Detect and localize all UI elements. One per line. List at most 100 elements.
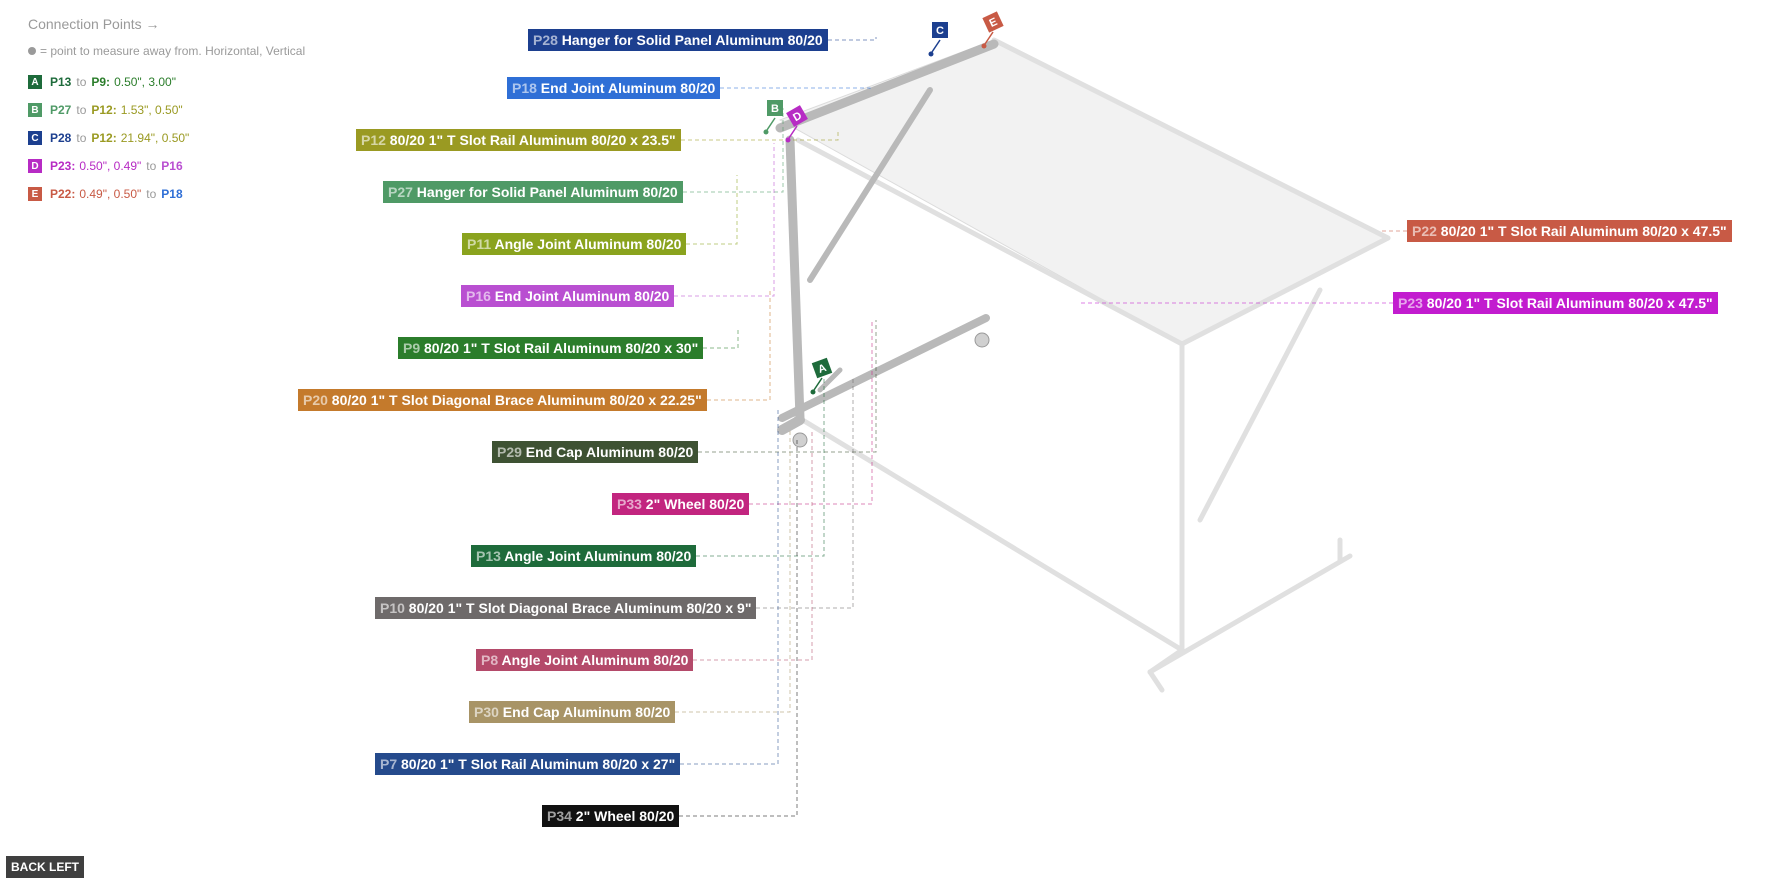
part-name: 80/20 1" T Slot Rail Aluminum 80/20 x 23…: [385, 132, 676, 148]
part-id: P8: [481, 652, 499, 668]
part-label-p18[interactable]: P18 End Joint Aluminum 80/20: [507, 77, 721, 99]
legend-badge-b: B: [28, 103, 42, 117]
view-back-left-button[interactable]: BACK LEFT: [6, 856, 84, 878]
legend-text: P9:: [91, 75, 111, 89]
leader-line-p11: [686, 175, 738, 245]
part-id: P10: [380, 600, 405, 616]
leader-line-p13: [696, 378, 825, 557]
part-label-p23[interactable]: P23 80/20 1" T Slot Rail Aluminum 80/20 …: [1393, 292, 1718, 314]
far-frame-rail: [795, 137, 1185, 347]
connection-marker-e: E: [982, 11, 1004, 33]
legend-text: 21.94", 0.50": [120, 131, 190, 145]
wheel-icon: [974, 332, 990, 348]
part-label-p13[interactable]: P13 Angle Joint Aluminum 80/20: [471, 545, 697, 567]
part-label-p22[interactable]: P22 80/20 1" T Slot Rail Aluminum 80/20 …: [1407, 220, 1732, 242]
part-id: P27: [388, 184, 413, 200]
leader-line-p7: [680, 410, 779, 765]
connection-marker-b: B: [767, 100, 783, 116]
part-name: End Joint Aluminum 80/20: [490, 288, 670, 304]
leader-line-p27: [683, 108, 784, 193]
part-id: P22: [1412, 223, 1437, 239]
part-id: P9: [403, 340, 421, 356]
frame-drawing: [775, 37, 1391, 693]
part-label-p34[interactable]: P34 2" Wheel 80/20: [542, 805, 680, 827]
far-frame-rail: [1197, 287, 1323, 523]
leader-lines: [674, 37, 1407, 817]
part-id: P7: [380, 756, 398, 772]
leader-line-p30: [675, 430, 791, 713]
part-label-p7[interactable]: P7 80/20 1" T Slot Rail Aluminum 80/20 x…: [375, 753, 681, 775]
connection-marker-letter: E: [988, 16, 1000, 30]
part-label-p10[interactable]: P10 80/20 1" T Slot Diagonal Brace Alumi…: [375, 597, 757, 619]
part-id: P33: [617, 496, 642, 512]
part-name: End Joint Aluminum 80/20: [536, 80, 716, 96]
legend-text: P12:: [91, 103, 117, 117]
measure-point: [981, 43, 987, 49]
part-label-p12[interactable]: P12 80/20 1" T Slot Rail Aluminum 80/20 …: [356, 129, 681, 151]
part-name: 2" Wheel 80/20: [571, 808, 675, 824]
marker-arrow: [766, 117, 776, 131]
vertical-rail-p7: [785, 135, 805, 423]
far-frame-rail: [1179, 235, 1391, 347]
legend-text: to: [76, 131, 87, 145]
leader-line-p20: [707, 290, 771, 401]
measure-point: [763, 129, 769, 135]
part-label-p29[interactable]: P29 End Cap Aluminum 80/20: [492, 441, 699, 463]
part-name: 2" Wheel 80/20: [641, 496, 745, 512]
leader-line-p8: [693, 430, 813, 661]
part-id: P23: [1398, 295, 1423, 311]
legend-text: P22:: [50, 187, 76, 201]
legend-hint: = point to measure away from. Horizontal…: [28, 44, 448, 58]
part-label-p33[interactable]: P33 2" Wheel 80/20: [612, 493, 750, 515]
leader-line-p33: [749, 320, 873, 505]
marker-arrow: [931, 39, 941, 53]
legend-text: to: [76, 75, 87, 89]
legend-hint-text: = point to measure away from. Horizontal…: [40, 44, 306, 58]
part-id: P30: [474, 704, 499, 720]
part-label-p27[interactable]: P27 Hanger for Solid Panel Aluminum 80/2…: [383, 181, 683, 203]
part-name: 80/20 1" T Slot Diagonal Brace Aluminum …: [404, 600, 752, 616]
part-id: P16: [466, 288, 491, 304]
leader-line-p29: [698, 320, 877, 453]
end-cap-p29: [777, 415, 805, 435]
part-id: P11: [467, 236, 492, 252]
measure-point: [928, 51, 934, 57]
legend-badge-d: D: [28, 159, 42, 173]
part-label-p16[interactable]: P16 End Joint Aluminum 80/20: [461, 285, 675, 307]
part-label-p8[interactable]: P8 Angle Joint Aluminum 80/20: [476, 649, 694, 671]
part-label-p11[interactable]: P11 Angle Joint Aluminum 80/20: [462, 233, 687, 255]
marker-arrow: [813, 377, 823, 391]
legend-text: P12:: [91, 131, 117, 145]
connection-marker-letter: B: [771, 103, 779, 115]
part-label-p30[interactable]: P30 End Cap Aluminum 80/20: [469, 701, 676, 723]
marker-arrow: [984, 31, 994, 45]
part-name: 80/20 1" T Slot Rail Aluminum 80/20 x 47…: [1436, 223, 1727, 239]
connection-marker-c: C: [932, 22, 948, 38]
legend-text: 0.50", 3.00": [114, 75, 176, 89]
far-frame-rail: [1147, 669, 1165, 693]
legend-title: Connection Points →: [28, 16, 160, 32]
far-frame-rail: [793, 413, 1185, 653]
connection-marker-d: D: [786, 105, 808, 127]
part-label-p28[interactable]: P28 Hanger for Solid Panel Aluminum 80/2…: [528, 29, 828, 51]
part-id: P18: [512, 80, 537, 96]
part-id: P20: [303, 392, 328, 408]
part-label-p9[interactable]: P9 80/20 1" T Slot Rail Aluminum 80/20 x…: [398, 337, 704, 359]
legend-text: P27: [50, 103, 72, 117]
measure-point: [810, 389, 816, 395]
legend-text: to: [76, 103, 87, 117]
part-name: Angle Joint Aluminum 80/20: [491, 236, 682, 252]
part-id: P12: [361, 132, 386, 148]
part-label-p20[interactable]: P20 80/20 1" T Slot Diagonal Brace Alumi…: [298, 389, 707, 411]
leader-line-p18: [720, 87, 871, 90]
legend-text: P13: [50, 75, 72, 89]
legend-badge-c: C: [28, 131, 42, 145]
legend-text: 0.50", 0.49": [79, 159, 142, 173]
leader-line-p9: [703, 330, 739, 349]
marker-arrow: [788, 125, 798, 139]
measure-point: [785, 137, 791, 143]
part-name: Hanger for Solid Panel Aluminum 80/20: [557, 32, 823, 48]
